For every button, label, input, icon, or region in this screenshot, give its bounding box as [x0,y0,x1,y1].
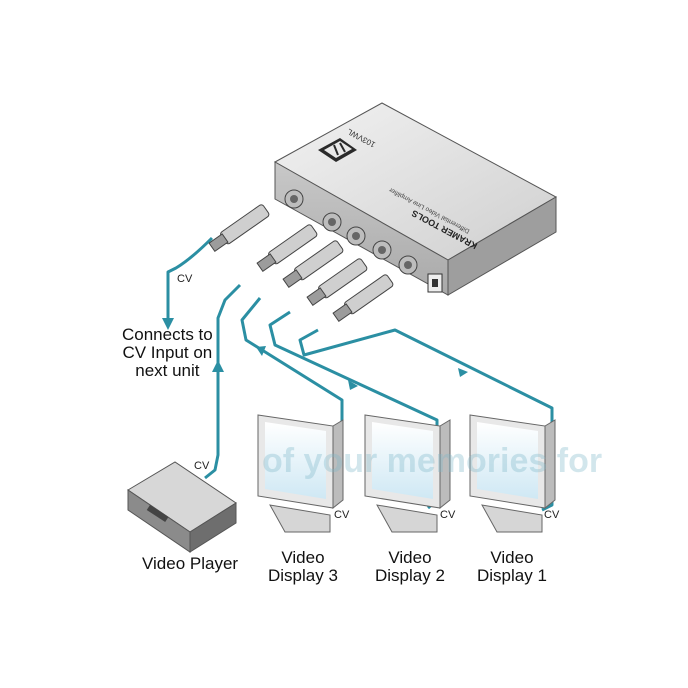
bnc-output-connector-3 [372,240,392,260]
video-player-device [127,461,237,553]
cable-display-1 [298,328,554,512]
arrow-up-icon [212,360,224,372]
watermark-text: of your memories for [262,442,602,480]
monitor-display-1 [469,414,556,533]
cv-label-player: CV [194,460,210,472]
bnc-output-connector-1 [322,212,342,232]
cv-label-display-3: CV [334,509,350,521]
display-1-label: Video Display 1 [477,548,547,585]
video-player-label: Video Player [142,554,239,573]
arrow-display-3-icon [256,346,266,356]
arrow-down-icon [162,318,174,330]
kramer-logo-icon [318,138,357,162]
cv-label-loop: CV [177,273,193,285]
cv-label-display-2: CV [440,509,456,521]
display-2-label: Video Display 2 [375,548,445,585]
arrow-display-2-icon [348,380,358,390]
display-3-label: Video Display 3 [268,548,338,585]
bnc-output-connector-4 [398,255,418,275]
connects-to-label: Connects to CV Input on next unit [122,325,213,380]
bnc-input-connector [284,189,304,209]
monitor-display-2 [364,414,451,533]
cable-loop-out [166,236,214,320]
cv-label-display-1: CV [544,509,560,521]
line-amplifier-device: 103VWL Differential Video Line Amplifier… [273,102,558,296]
signal-arrows [162,318,468,390]
bnc-output-connector-2 [346,226,366,246]
cable-video-player [204,283,242,480]
arrow-display-1-icon [458,368,468,377]
power-jack [427,273,443,293]
cable-plugs [208,204,394,323]
monitor-display-3 [257,414,344,533]
